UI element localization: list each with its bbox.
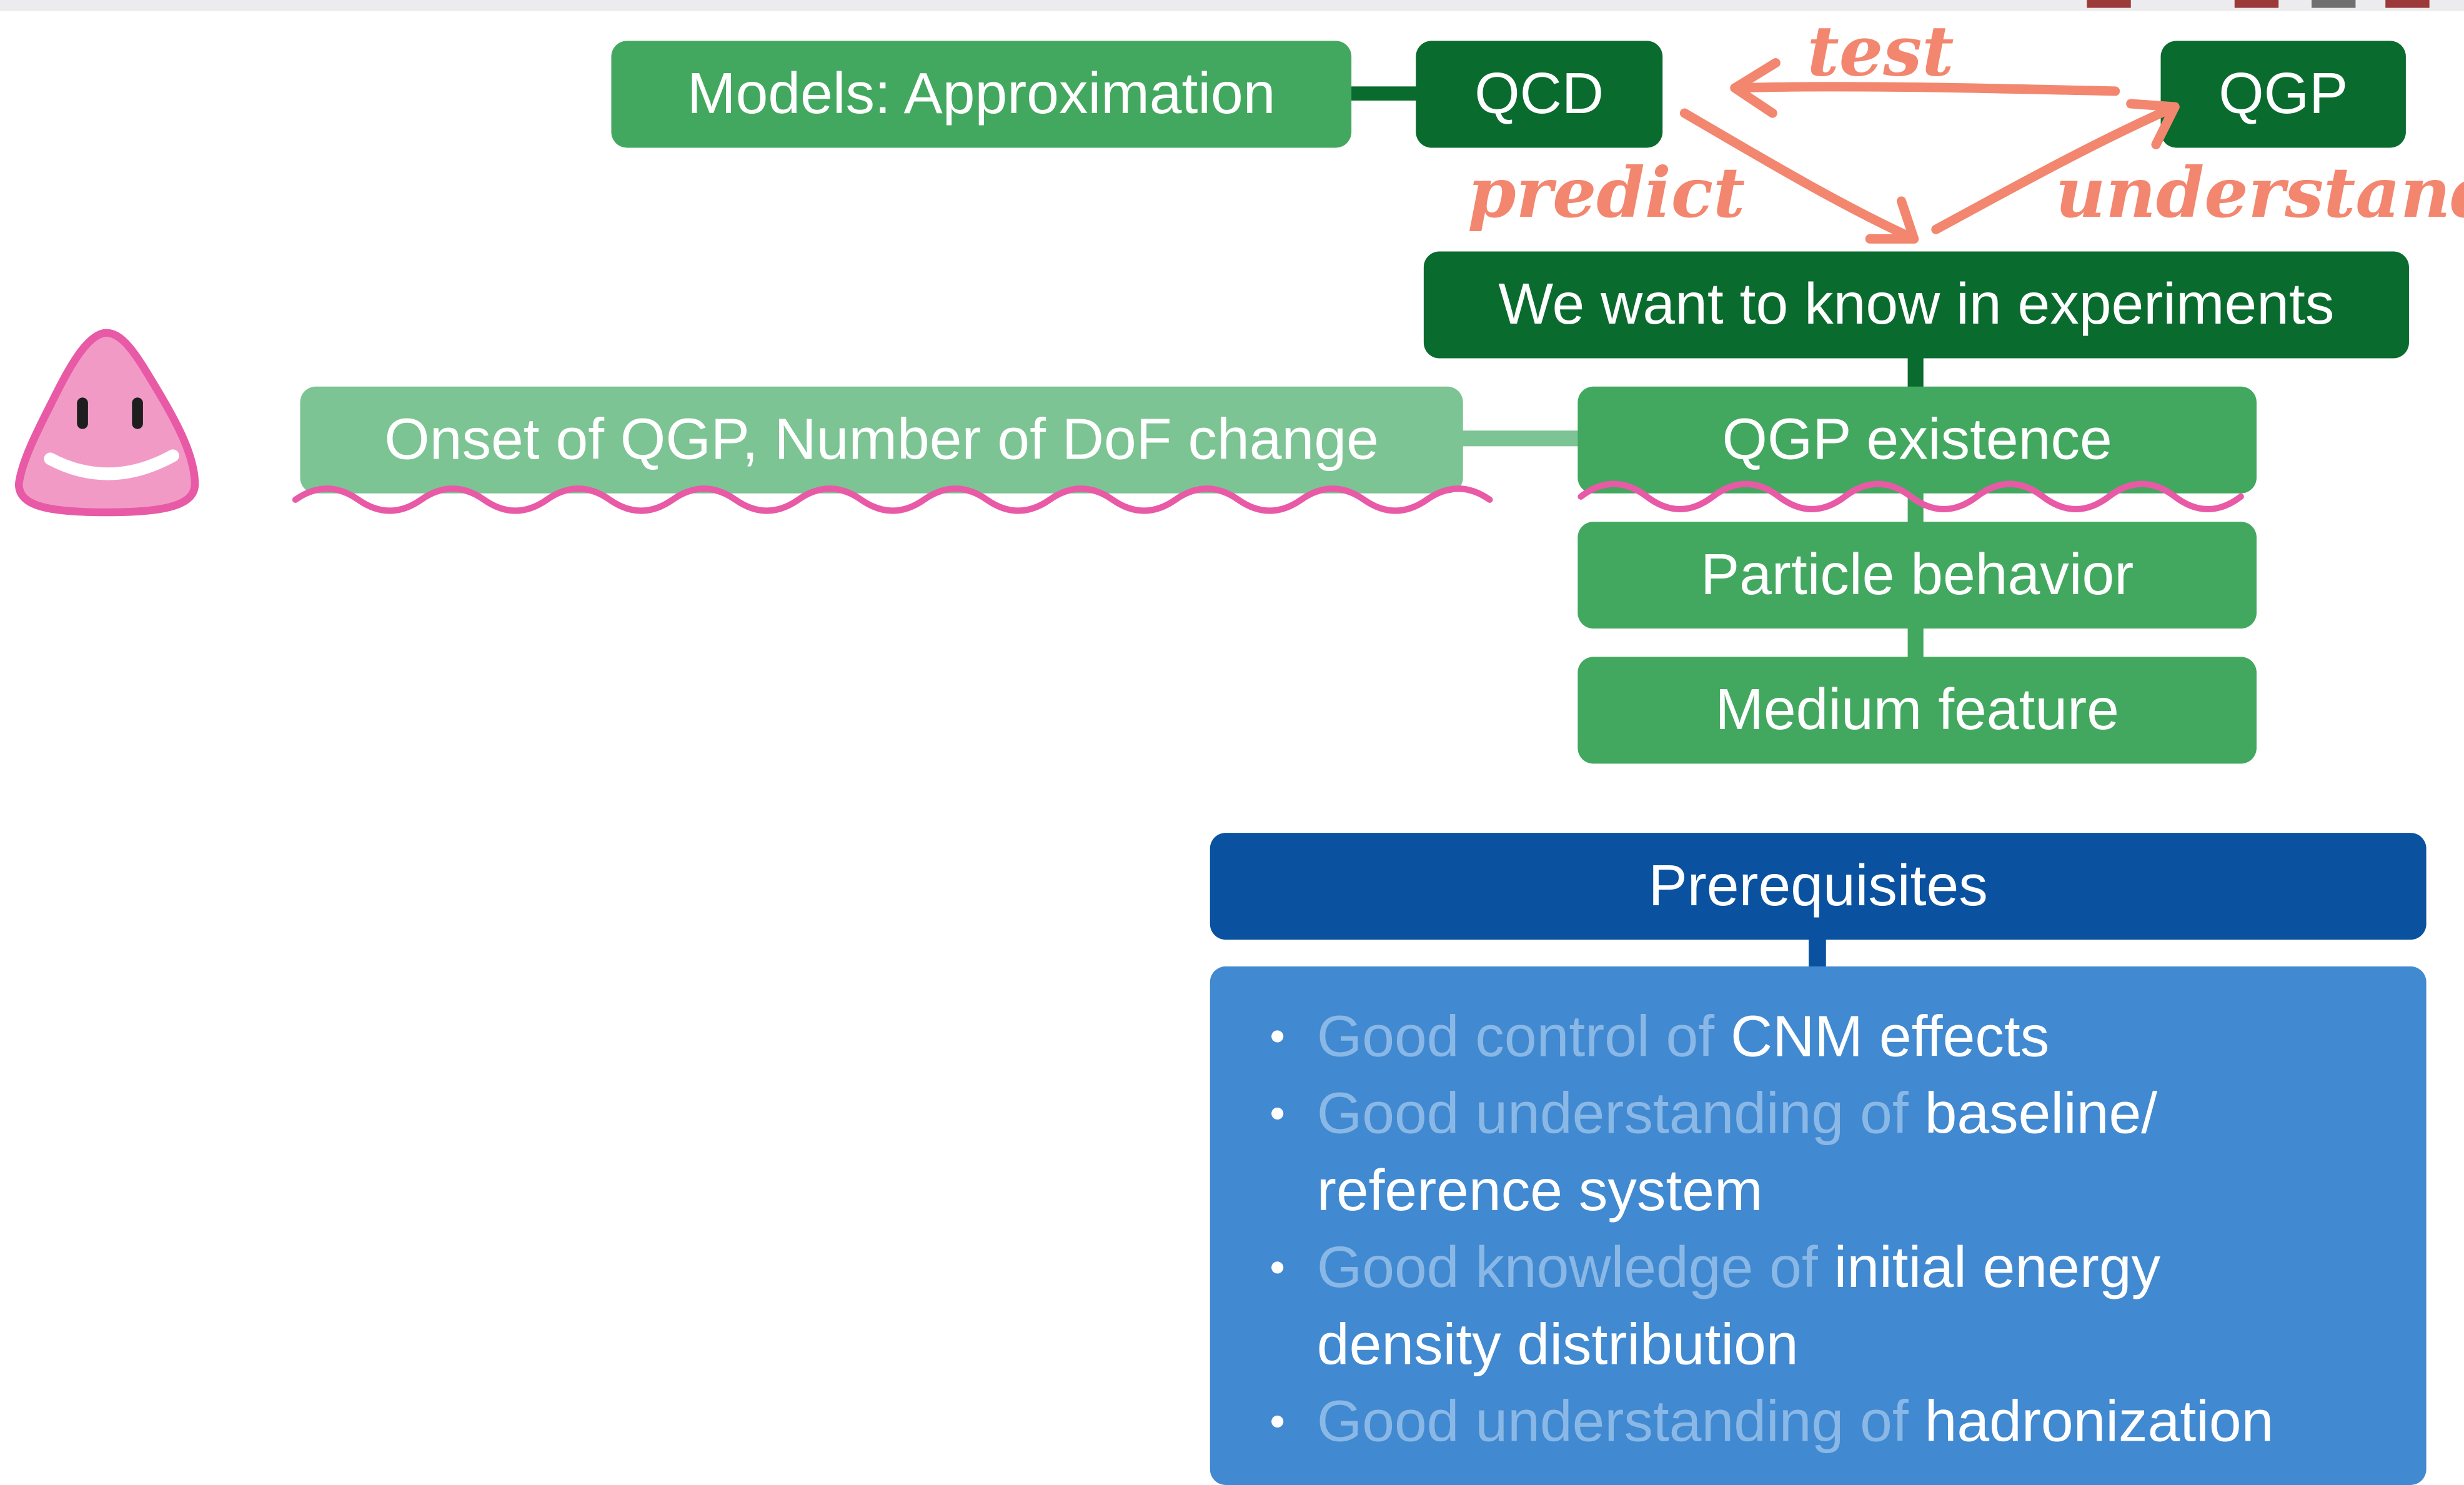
medium-feature-box: Medium feature [1577, 657, 2257, 764]
toolbar-mark-icon [2312, 0, 2356, 8]
prereq-item-lead: Good knowledge of [1316, 1235, 1834, 1300]
prereq-item-lead: Good understanding of [1316, 1081, 1925, 1146]
prereq-item-key: initial energy [1834, 1235, 2161, 1300]
particle-behavior-box: Particle behavior [1577, 522, 2257, 629]
qgp-box: QGP [2160, 41, 2406, 148]
qgp-existence-box: QGP existence [1577, 386, 2257, 494]
models-qcd-connector [1348, 86, 1421, 101]
onset-existence-connector [1458, 430, 1581, 447]
bullet-icon: • [1269, 1243, 1286, 1292]
toolbar-mark-icon [2087, 0, 2131, 8]
predict-arrow [1679, 108, 1919, 244]
prereq-item-key: hadronization [1924, 1389, 2274, 1454]
pink-triangle-smiley-icon [14, 329, 199, 517]
prereq-item-lead: Good control of [1316, 1004, 1731, 1069]
want-existence-connector [1907, 355, 1924, 390]
prereq-item-key-cont: density distribution [1316, 1312, 1799, 1377]
prerequisites-list: • Good control of CNM effects • Good und… [1210, 966, 2427, 1485]
prereq-item-cnm: • Good control of CNM effects [1269, 998, 2379, 1075]
bullet-icon: • [1269, 1089, 1286, 1138]
toolbar-mark-icon [2234, 0, 2279, 8]
bullet-icon: • [1269, 1397, 1286, 1446]
prereq-item-lead: Good understanding of [1316, 1389, 1925, 1454]
prereq-item-key-cont: reference system [1316, 1158, 1763, 1223]
prereq-item-baseline: • Good understanding of baseline/ refere… [1269, 1075, 2379, 1228]
test-annotation: test [1807, 11, 1954, 92]
bullet-icon: • [1269, 1011, 1286, 1061]
prereq-connector [1809, 936, 1826, 971]
prereq-item-key: baseline/ [1924, 1081, 2158, 1146]
window-top-bar [0, 0, 2464, 11]
understand-annotation: understand [2055, 152, 2464, 234]
test-arrow [1730, 58, 2120, 118]
qcd-box: QCD [1416, 41, 1663, 148]
want-to-know-box: We want to know in experiments [1423, 251, 2409, 359]
prerequisites-header: Prerequisites [1210, 833, 2427, 940]
toolbar-mark-icon [2385, 0, 2430, 8]
prereq-item-hadronization: • Good understanding of hadronization [1269, 1383, 2379, 1459]
particle-medium-connector [1907, 623, 1924, 662]
onset-qgp-box: Onset of QGP, Number of DoF change [300, 386, 1463, 494]
prereq-item-key: CNM effects [1731, 1004, 2050, 1069]
predict-annotation: predict [1468, 152, 1745, 234]
understand-arrow [1931, 99, 2180, 234]
prereq-item-initial-energy: • Good knowledge of initial energy densi… [1269, 1229, 2379, 1383]
models-approximation-box: Models: Approximation [611, 41, 1352, 148]
